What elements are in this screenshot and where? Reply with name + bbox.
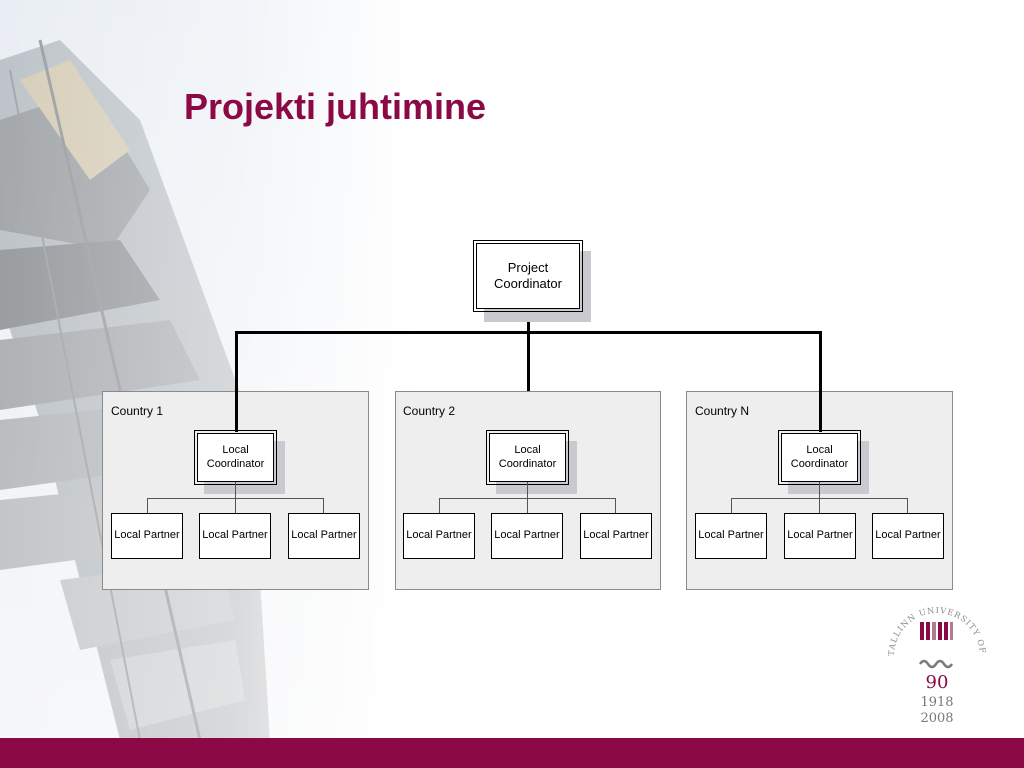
logo-ring-text: TALLINN UNIVERSITY OF TECHNOLOGY [884, 598, 987, 656]
partner-connector-stem-2 [527, 482, 528, 499]
local-coordinator-box-2: Local Coordinator [486, 430, 569, 485]
partner-connector-drop-1c [323, 498, 324, 513]
local-coordinator-2-line2: Coordinator [498, 457, 557, 470]
local-partner-box-n-3: Local Partner [872, 513, 944, 559]
slide-title: Projekti juhtimine [184, 86, 487, 127]
logo-year-end: 2008 [920, 711, 953, 726]
connector-horizontal-main [235, 331, 822, 334]
connector-country-1 [235, 331, 238, 432]
local-coordinator-box-1: Local Coordinator [194, 430, 277, 485]
logo-number: 90 [926, 672, 949, 693]
local-partner-box-n-2: Local Partner [784, 513, 856, 559]
logo-year-start: 1918 [920, 695, 953, 710]
project-coordinator-box: Project Coordinator [473, 240, 583, 312]
university-logo: TALLINN UNIVERSITY OF TECHNOLOGY 90 1918… [884, 598, 988, 726]
partner-connector-drop-2c [615, 498, 616, 513]
partner-connector-drop-nb [819, 498, 820, 513]
connector-vertical-top [527, 308, 530, 432]
local-partner-box-1-2: Local Partner [199, 513, 271, 559]
local-coordinator-2-line1: Local [514, 443, 541, 456]
local-partner-box-2-1: Local Partner [403, 513, 475, 559]
local-coordinator-1-line1: Local [222, 443, 249, 456]
local-partner-box-2-3: Local Partner [580, 513, 652, 559]
bottom-accent-bar [0, 738, 1024, 768]
partner-connector-drop-1a [147, 498, 148, 513]
local-partner-box-1-3: Local Partner [288, 513, 360, 559]
local-partner-box-n-1: Local Partner [695, 513, 767, 559]
country-label-2: Country 2 [403, 404, 456, 418]
connector-country-n [819, 331, 822, 432]
country-label-1: Country 1 [111, 404, 164, 418]
partner-connector-drop-nc [907, 498, 908, 513]
local-coordinator-n-line1: Local [806, 443, 833, 456]
partner-connector-drop-na [731, 498, 732, 513]
local-coordinator-n-line2: Coordinator [790, 457, 849, 470]
partner-connector-stem-1 [235, 482, 236, 499]
partner-connector-drop-1b [235, 498, 236, 513]
partner-connector-drop-2a [439, 498, 440, 513]
partner-connector-drop-2b [527, 498, 528, 513]
project-coordinator-line2: Coordinator [494, 276, 562, 291]
project-coordinator-line1: Project [507, 259, 549, 275]
local-partner-box-1-1: Local Partner [111, 513, 183, 559]
logo-emblem [918, 622, 954, 669]
local-coordinator-box-n: Local Coordinator [778, 430, 861, 485]
country-label-n: Country N [695, 404, 750, 418]
local-partner-box-2-2: Local Partner [491, 513, 563, 559]
local-coordinator-1-line2: Coordinator [206, 457, 265, 470]
partner-connector-stem-n [819, 482, 820, 499]
svg-text:TALLINN UNIVERSITY OF TECHNOLO: TALLINN UNIVERSITY OF TECHNOLOGY [884, 598, 988, 656]
